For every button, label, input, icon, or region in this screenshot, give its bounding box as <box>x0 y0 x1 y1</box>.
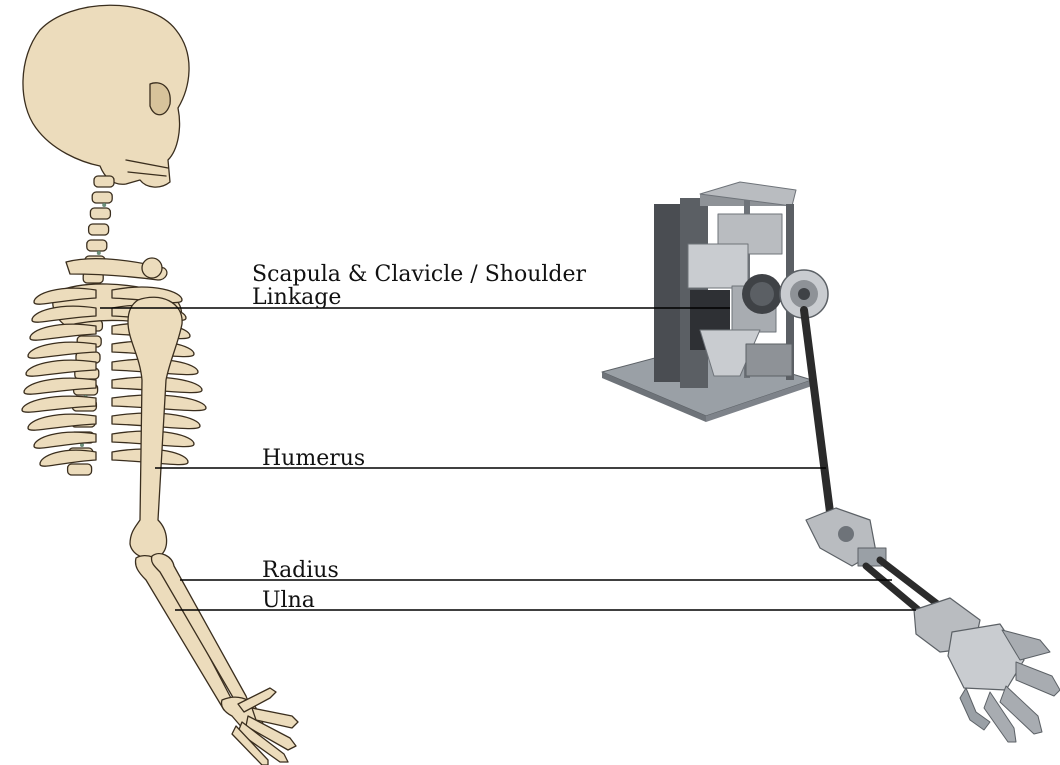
vertebra <box>92 192 112 203</box>
vertebra-disc <box>102 203 106 207</box>
robot-hand <box>914 598 1060 742</box>
rib <box>34 432 96 448</box>
vertebra <box>87 240 107 251</box>
vertebra <box>68 464 92 475</box>
elbow-joint <box>806 508 886 566</box>
label-humerus: Humerus <box>262 446 365 471</box>
vertebra-disc <box>97 251 101 255</box>
forearm-bones <box>135 554 247 712</box>
human-skeleton <box>22 5 298 765</box>
label-shoulder-line2: Linkage <box>252 285 341 310</box>
vertebra <box>94 176 114 187</box>
hand-bones <box>221 688 298 765</box>
rib <box>28 414 96 430</box>
upper-arm-rod <box>804 310 830 512</box>
robot-arm <box>602 182 1060 742</box>
label-ulna: Ulna <box>262 588 315 613</box>
skull <box>23 5 189 187</box>
vertebra <box>90 208 110 219</box>
vertebra <box>89 224 109 235</box>
label-radius: Radius <box>262 558 339 583</box>
label-shoulder-line1: Scapula & Clavicle / Shoulder <box>252 262 587 287</box>
labels: Scapula & Clavicle / Shoulder Linkage Hu… <box>252 262 587 613</box>
